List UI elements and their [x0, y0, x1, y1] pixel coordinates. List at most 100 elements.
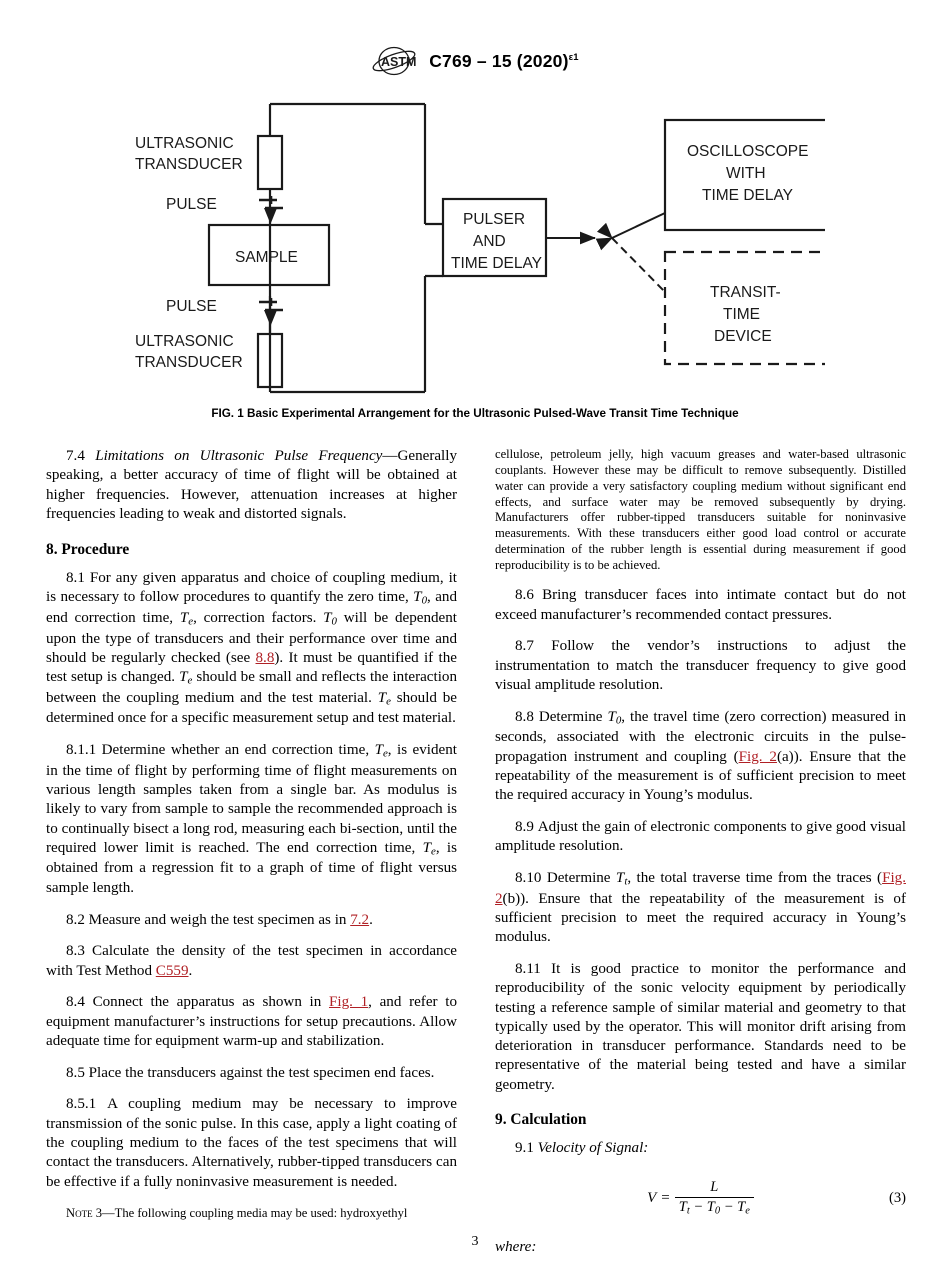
t: Calculate the density of the test specim… [46, 943, 457, 979]
t: , is evident in the time of flight by pe… [46, 742, 457, 856]
t: . [188, 962, 193, 979]
paragraph-8-7: 8.7 Follow the vendor’s instructions to … [495, 637, 906, 695]
t: Connect the apparatus as shown in [92, 994, 329, 1011]
equation-numerator: L [710, 1179, 719, 1196]
para-number: 8.6 [515, 587, 534, 604]
para-number: 7.4 [66, 448, 85, 464]
astm-logo-icon: ASTM [372, 46, 417, 76]
symbol-T0: T0 [413, 589, 428, 608]
xref-fig-1[interactable]: Fig. 1 [328, 994, 369, 1011]
label-oscilloscope-line3: TIME DELAY [702, 187, 793, 204]
left-column: 7.4 Limitations on Ultrasonic Pulse Freq… [46, 447, 457, 1256]
standard-designation: C769 – 15 (2020)ε1 [429, 51, 579, 72]
equation-denominator: Tt − T0 − Te [678, 1199, 750, 1218]
para-number: 8.2 [66, 911, 85, 928]
xref-fig-2-b[interactable]: Fig. 2 [495, 870, 906, 907]
figure-1-diagram: ULTRASONIC TRANSDUCER PULSE SAMPLE PULSE… [0, 96, 950, 396]
where-label: where: [495, 1239, 537, 1256]
t: Bring transducer faces into intimate con… [495, 587, 906, 623]
paragraph-9-1: 9.1 Velocity of Signal: [495, 1139, 906, 1158]
t: , and end correction time, [46, 589, 457, 626]
para-title: Velocity of Signal: [537, 1139, 649, 1156]
two-column-body: 7.4 Limitations on Ultrasonic Pulse Freq… [46, 447, 906, 1256]
figure-1-caption: FIG. 1 Basic Experimental Arrangement fo… [211, 407, 739, 420]
heading-9-calculation: 9. Calculation [495, 1110, 587, 1128]
designation-text: C769 – 15 (2020) [429, 50, 569, 71]
equation-number: (3) [888, 1189, 906, 1206]
xref-fig-2-a[interactable]: Fig. 2 [738, 748, 777, 765]
heading-8-procedure: 8. Procedure [46, 541, 130, 559]
label-transit-line1: TRANSIT- [710, 284, 781, 301]
xref-c559[interactable]: C559 [155, 962, 189, 979]
svg-text:ASTM: ASTM [381, 55, 416, 69]
paragraph-8-4: 8.4 Connect the apparatus as shown in Fi… [46, 993, 457, 1051]
label-pulser-line1: PULSER [463, 211, 525, 228]
t: , the total traverse time from the trace… [627, 870, 883, 887]
label-transit-line2: TIME [723, 306, 760, 323]
pulse-arrow-bottom [264, 310, 277, 326]
t: , the travel time (zero correction) meas… [495, 708, 906, 765]
t: Follow the vendor’s instructions to adju… [495, 638, 906, 693]
paragraph-8-6: 8.6 Bring transducer faces into intimate… [495, 586, 906, 625]
xref-8-8[interactable]: 8.8 [255, 649, 275, 666]
note-3: Note 3—The following coupling media may … [46, 1206, 457, 1222]
t: ). It must be quantified if the test set… [46, 649, 457, 686]
t: , is obtained from a regression fit to a… [46, 839, 457, 896]
paragraph-8-1: 8.1 For any given apparatus and choice o… [46, 569, 457, 729]
para-number: 8.4 [66, 994, 85, 1011]
revision-mark: ε1 [568, 51, 579, 63]
page-header: ASTM C769 – 15 (2020)ε1 [0, 44, 950, 78]
paragraph-8-2: 8.2 Measure and weigh the test specimen … [46, 911, 457, 930]
para-number: 8.1.1 [66, 742, 97, 759]
equation-fraction: L Tt − T0 − Te [674, 1179, 754, 1218]
paragraph-8-8: 8.8 Determine T0, the travel time (zero … [495, 708, 906, 806]
note-text: —The following coupling media may be use… [102, 1205, 408, 1220]
label-pulse-top: PULSE [166, 196, 217, 213]
t: Place the transducers against the test s… [88, 1064, 435, 1081]
label-ultrasonic-transducer-bottom-line1: ULTRASONIC [135, 333, 234, 350]
t: Determine [546, 870, 616, 887]
para-number: 8.5 [66, 1064, 85, 1081]
t: (b)). Ensure that the repeatability of t… [495, 890, 906, 946]
para-number: 9.1 [515, 1139, 534, 1156]
xref-7-2[interactable]: 7.2 [350, 911, 370, 928]
t: Determine whether an end correction time… [101, 742, 375, 759]
symbol-Te: Te [179, 610, 194, 628]
para-title: Limitations on Ultrasonic Pulse Frequenc… [95, 448, 383, 464]
label-transit-line3: DEVICE [714, 328, 772, 345]
pulse-arrow-top [264, 208, 277, 224]
para-text: —Generally speaking, a better accuracy o… [46, 448, 457, 522]
label-sample: SAMPLE [235, 249, 298, 266]
symbol-Te: Te [377, 689, 391, 708]
t: will be dependent upon the type of trans… [46, 610, 457, 666]
note-label: Note 3 [66, 1205, 103, 1220]
note-3-continuation: cellulose, petroleum jelly, high vacuum … [495, 447, 906, 573]
para-number: 8.10 [515, 870, 542, 887]
symbol-Te: Te [374, 742, 388, 760]
para-number: 8.11 [515, 961, 541, 977]
t: , and refer to equipment manufacturer’s … [46, 994, 457, 1049]
paragraph-8-10: 8.10 Determine Tt, the total traverse ti… [495, 869, 906, 947]
t: should be small and reflects the interac… [46, 669, 457, 706]
equation-equals: = [661, 1189, 670, 1206]
paragraph-8-11: 8.11 It is good practice to monitor the … [495, 960, 906, 1095]
equation-lhs: V [647, 1189, 657, 1206]
label-pulse-bottom: PULSE [166, 298, 217, 315]
equation-3: V = L Tt − T0 − Te (3) [495, 1175, 906, 1221]
label-ultrasonic-transducer-top-line1: ULTRASONIC [135, 135, 234, 152]
t: A coupling medium may be necessary to im… [46, 1096, 457, 1190]
paragraph-7-4: 7.4 Limitations on Ultrasonic Pulse Freq… [46, 447, 457, 524]
label-ultrasonic-transducer-bottom-line2: TRANSDUCER [135, 354, 243, 371]
t: Determine [538, 708, 608, 725]
symbol-Te: Te [179, 669, 193, 687]
label-oscilloscope-line1: OSCILLOSCOPE [687, 143, 808, 160]
para-number: 8.1 [66, 570, 85, 587]
t: (a)). Ensure that the repeatability of t… [495, 748, 907, 804]
fraction-bar [674, 1197, 754, 1199]
label-oscilloscope-line2: WITH [726, 165, 766, 182]
equation-expression: V = L Tt − T0 − Te [647, 1179, 754, 1217]
label-pulser-line2: AND [473, 233, 506, 250]
para-number: 8.9 [515, 819, 534, 835]
right-column: cellulose, petroleum jelly, high vacuum … [495, 447, 906, 1256]
symbol-Te: Te [422, 839, 436, 858]
